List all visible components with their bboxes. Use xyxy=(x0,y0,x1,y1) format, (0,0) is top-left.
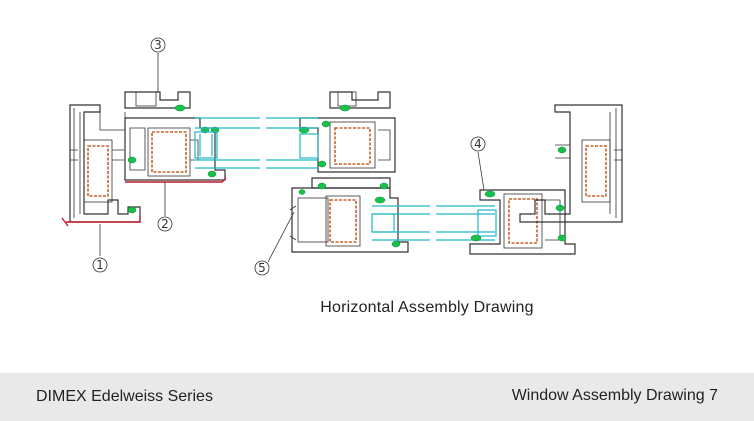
drawing-caption: Horizontal Assembly Drawing xyxy=(320,299,534,316)
svg-text:1: 1 xyxy=(96,258,104,272)
svg-text:5: 5 xyxy=(258,261,266,275)
callout-5: 5 xyxy=(254,211,295,276)
svg-text:2: 2 xyxy=(161,217,169,231)
lower-glass-pane xyxy=(371,205,430,241)
page-title: Window Assembly Drawing 7 xyxy=(511,387,718,404)
left-frame-profile xyxy=(61,104,141,227)
footer-bar: DIMEX Edelweiss Series Window Assembly D… xyxy=(0,373,754,421)
callout-1: 1 xyxy=(92,224,108,273)
svg-text:3: 3 xyxy=(154,38,162,52)
callout-4: 4 xyxy=(470,136,486,191)
series-name: DIMEX Edelweiss Series xyxy=(36,388,213,405)
right-frame-profile xyxy=(519,104,623,223)
lower-sash-profile xyxy=(289,177,409,253)
center-glass-pane xyxy=(266,117,319,169)
callout-3: 3 xyxy=(150,37,166,92)
assembly-drawing: 1 2 3 4 5 xyxy=(61,37,623,276)
left-glass-pane xyxy=(194,117,260,169)
callout-2: 2 xyxy=(157,182,173,232)
right-sash-profile xyxy=(436,189,576,255)
svg-text:4: 4 xyxy=(474,137,482,151)
